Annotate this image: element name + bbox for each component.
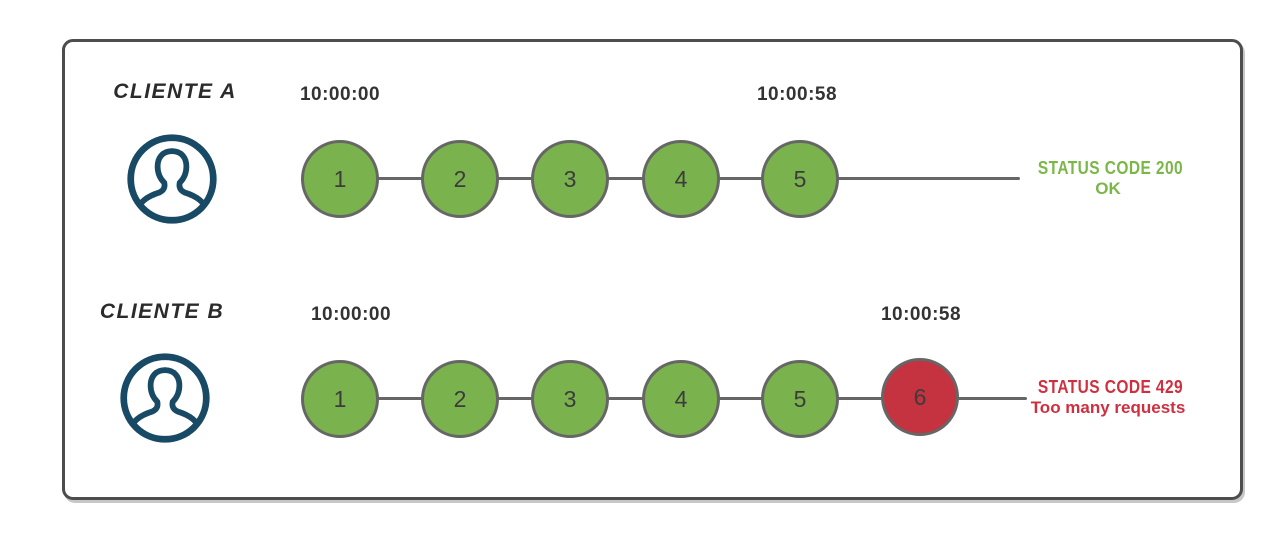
request-node: 5 — [761, 140, 839, 218]
user-avatar-icon — [120, 353, 210, 443]
request-node: 2 — [421, 140, 499, 218]
request-node-blocked: 6 — [881, 358, 959, 436]
request-number: 5 — [793, 385, 807, 412]
status-a-code: STATUS CODE 200 — [1037, 158, 1184, 178]
row-a-start-time: 10:00:00 — [299, 84, 381, 105]
status-a-message: OK — [1095, 179, 1121, 198]
request-node: 3 — [531, 360, 609, 438]
request-number: 3 — [563, 385, 577, 412]
user-avatar-icon — [127, 134, 217, 224]
request-number: 1 — [333, 165, 347, 192]
status-b: STATUS CODE 429 Too many requests — [1026, 377, 1190, 418]
row-b-start-time: 10:00:00 — [310, 304, 392, 325]
request-node: 5 — [761, 360, 839, 438]
request-number: 2 — [453, 165, 467, 192]
request-node: 4 — [642, 360, 720, 438]
request-node: 1 — [301, 140, 379, 218]
status-b-code: STATUS CODE 429 — [1037, 377, 1184, 397]
request-number: 5 — [793, 165, 807, 192]
status-a: STATUS CODE 200 OK — [1026, 158, 1190, 199]
request-node: 4 — [642, 140, 720, 218]
request-number: 6 — [913, 383, 927, 410]
request-node: 2 — [421, 360, 499, 438]
client-b-label: CLIENTE B — [99, 300, 225, 323]
request-number: 4 — [674, 385, 688, 412]
request-node: 3 — [531, 140, 609, 218]
request-number: 4 — [674, 165, 688, 192]
request-number: 3 — [563, 165, 577, 192]
diagram-frame — [62, 39, 1243, 500]
row-b-end-time: 10:00:58 — [880, 304, 962, 325]
client-a-label: CLIENTE A — [113, 80, 237, 103]
status-b-message: Too many requests — [1030, 398, 1186, 417]
request-number: 1 — [333, 385, 347, 412]
row-a-end-time: 10:00:58 — [756, 84, 838, 105]
request-node: 1 — [301, 360, 379, 438]
request-number: 2 — [453, 385, 467, 412]
